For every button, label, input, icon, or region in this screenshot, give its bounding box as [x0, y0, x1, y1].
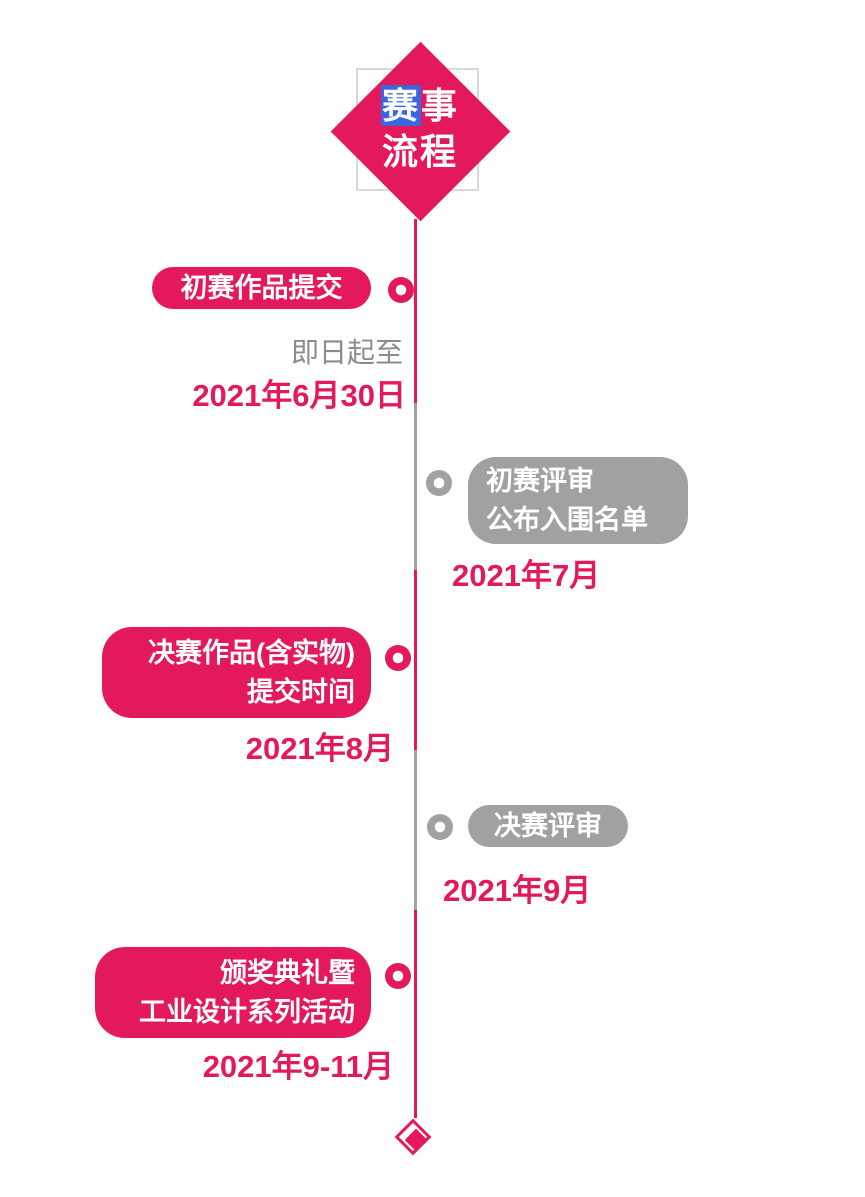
stage5-pill: 颁奖典礼暨 工业设计系列活动 — [95, 947, 371, 1038]
stage4-marker-icon — [427, 814, 453, 840]
stage3-pill: 决赛作品(含实物) 提交时间 — [102, 627, 371, 718]
stage1-date: 2021年6月30日 — [192, 378, 406, 413]
stage3-label-line2: 提交时间 — [247, 676, 355, 707]
timeline-segment-4 — [414, 750, 417, 910]
stage2-date: 2021年7月 — [452, 558, 601, 593]
stage5-date: 2021年9-11月 — [202, 1049, 394, 1084]
stage4-pill: 决赛评审 — [468, 805, 628, 847]
stage2-pill: 初赛评审 公布入围名单 — [468, 457, 688, 544]
page-title: 赛事 流程 — [330, 83, 510, 175]
timeline-segment-3 — [414, 570, 417, 750]
stage1-date-note: 即日起至 — [290, 337, 403, 368]
stage4-label: 决赛评审 — [494, 810, 602, 841]
stage2-marker-icon — [426, 470, 452, 496]
timeline-segment-5 — [414, 910, 417, 1118]
stage2-label-line2: 公布入围名单 — [486, 504, 648, 535]
stage1-label: 初赛作品提交 — [180, 272, 343, 303]
stage2-label-line1: 初赛评审 — [486, 465, 594, 496]
timeline-segment-2 — [414, 403, 417, 570]
stage3-date: 2021年8月 — [245, 731, 394, 766]
stage4-date: 2021年9月 — [443, 873, 592, 908]
page-title-line1: 赛事 — [380, 85, 460, 126]
stage1-marker-icon — [388, 277, 414, 303]
stage5-label-line1: 颁奖典礼暨 — [220, 957, 355, 988]
page-title-highlighted-char: 赛 — [380, 85, 421, 126]
stage1-pill: 初赛作品提交 — [152, 267, 371, 309]
page-title-line2: 流程 — [381, 131, 458, 172]
stage5-marker-icon — [385, 963, 411, 989]
stage3-label-line1: 决赛作品(含实物) — [148, 637, 355, 668]
page-title-char-rest: 事 — [421, 85, 460, 126]
stage5-label-line2: 工业设计系列活动 — [139, 996, 355, 1027]
timeline-segment-1 — [414, 219, 417, 403]
stage3-marker-icon — [385, 645, 411, 671]
